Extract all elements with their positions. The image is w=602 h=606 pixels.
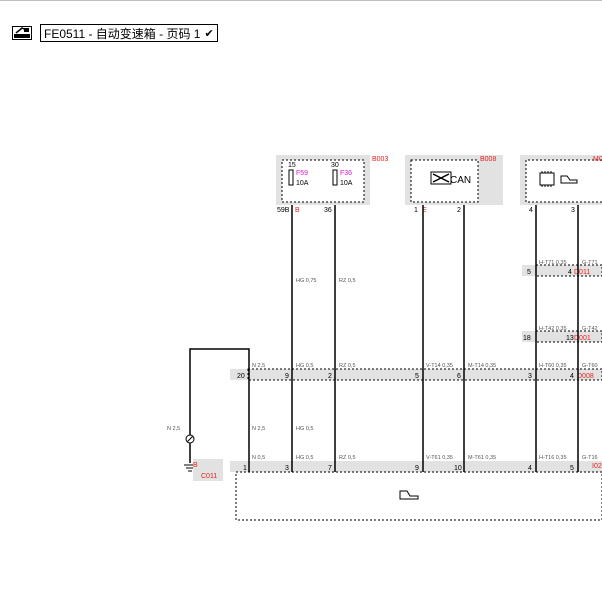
d011-name: D011 xyxy=(574,269,590,276)
wire-label: H-T60 0,35 xyxy=(539,363,567,369)
d008-pin: 3 xyxy=(528,373,532,380)
wire-label: G-T60 xyxy=(582,363,598,369)
b003-pin-left: 59B xyxy=(277,207,290,214)
splice-icon xyxy=(185,434,195,444)
wire-label: HG 0,5 xyxy=(296,455,313,461)
b008-pin-left-conn: E xyxy=(422,207,427,214)
i02-pin: 10 xyxy=(454,465,462,472)
d008-pin: 4 xyxy=(570,373,574,380)
d011-pin-right: 4 xyxy=(568,269,572,276)
b008-pin-left: 1 xyxy=(414,207,418,214)
top-divider xyxy=(0,0,602,1)
wire-label: V-T14 0,35 xyxy=(426,363,453,369)
wire-label: M-T61 0,35 xyxy=(468,455,496,461)
wire-label: H-T42 0,35 xyxy=(539,326,567,332)
wire-label: HG 0,75 xyxy=(296,278,316,284)
i02-pin: 9 xyxy=(415,465,419,472)
d001-pin-right: 13 xyxy=(566,335,574,342)
wire-labels: HG 0,75 RZ 0,5 H-T71 0,35 G-T71 H-T42 0,… xyxy=(167,260,598,461)
fuse-f59-icon xyxy=(288,169,294,186)
wire-label: H-T16 0,35 xyxy=(539,455,567,461)
wire-label: HG 0,5 xyxy=(296,426,313,432)
i02-pin: 5 xyxy=(570,465,574,472)
ecu-chip-icon xyxy=(539,171,555,187)
d008-pin: 5 xyxy=(415,373,419,380)
wire-label: N 2,5 xyxy=(252,363,265,369)
chevron-down-icon: ✔︎ xyxy=(204,27,214,40)
fuse2-name: F36 xyxy=(340,170,352,177)
wires xyxy=(189,205,579,472)
wire-label: N 0,5 xyxy=(252,455,265,461)
fuse1-rating: 10A xyxy=(296,180,309,187)
wire-label: G-T42 xyxy=(582,326,598,332)
m0-pin-right: 3 xyxy=(571,207,575,214)
wire-label: HG 0,5 xyxy=(296,363,313,369)
connector-d001: 18 13 D001 xyxy=(522,330,602,343)
page-title: FE0511 - 自动变速箱 - 页码 1 xyxy=(44,26,201,41)
page-selector[interactable]: FE0511 - 自动变速箱 - 页码 1 ✔︎ xyxy=(40,24,218,42)
component-b003[interactable]: B003 15 30 F59 10A F36 10A xyxy=(276,155,388,205)
wire-label: RZ 0,5 xyxy=(339,278,356,284)
connector-d008: 20 9 2 5 6 3 4 D008 xyxy=(230,368,602,381)
m0-pin-left: 4 xyxy=(529,207,533,214)
wire-label: N 2,5 xyxy=(252,426,265,432)
gearbox-icon xyxy=(399,490,419,500)
fuse1-pin: 15 xyxy=(288,162,296,169)
d008-pin: 6 xyxy=(457,373,461,380)
fuse-f36-icon xyxy=(332,169,338,186)
i02-pin: 4 xyxy=(528,465,532,472)
i02-pin: 3 xyxy=(285,465,289,472)
ground-code: C011 xyxy=(201,473,217,480)
b008-pin-right: 2 xyxy=(457,207,461,214)
wire-label: M-T14 0,35 xyxy=(468,363,496,369)
wire-label: G-T71 xyxy=(582,260,598,266)
header-diagram-icon[interactable] xyxy=(12,26,32,40)
fuse1-name: F59 xyxy=(296,170,308,177)
ground-label: B C011 xyxy=(193,459,223,481)
page-header: FE0511 - 自动变速箱 - 页码 1 ✔︎ xyxy=(12,24,218,42)
i02-ref: I02 xyxy=(592,463,602,470)
connector-d011: 5 4 D011 xyxy=(522,264,602,277)
b003-ref: B003 xyxy=(372,156,388,163)
d008-pin: 9 xyxy=(285,373,289,380)
gearbox-icon xyxy=(560,175,578,184)
wire-label: N 2,5 xyxy=(167,426,180,432)
d001-pin-left: 18 xyxy=(523,335,531,342)
d008-pin: 2 xyxy=(328,373,332,380)
can-module-icon xyxy=(430,171,452,185)
ground-ref: B xyxy=(193,462,198,469)
fuse2-rating: 10A xyxy=(340,180,353,187)
wire-label: RZ 0,5 xyxy=(339,363,356,369)
can-label: CAN xyxy=(450,175,471,186)
i02-pin: 7 xyxy=(328,465,332,472)
b003-pin-right: 36 xyxy=(324,207,332,214)
fuse2-pin: 30 xyxy=(331,162,339,169)
b003-pin-left-conn: B xyxy=(295,207,300,214)
wire-label: H-T71 0,35 xyxy=(539,260,567,266)
component-i02[interactable]: I02 1 3 7 9 10 4 5 xyxy=(230,461,602,521)
d001-name: D001 xyxy=(574,335,591,342)
b008-ref: B008 xyxy=(480,156,496,163)
wire-label: RZ 0,5 xyxy=(339,455,356,461)
d008-pin: 20 xyxy=(237,373,245,380)
component-m0[interactable]: M0 xyxy=(520,155,602,205)
m0-ref: M0 xyxy=(593,156,602,163)
component-b008[interactable]: B008 CAN xyxy=(405,155,503,205)
i02-pin: 1 xyxy=(243,465,247,472)
d008-name: D008 xyxy=(577,373,594,380)
wire-label: V-T61 0,35 xyxy=(426,455,453,461)
d011-pin-left: 5 xyxy=(527,269,531,276)
wire-label: G-T16 xyxy=(582,455,598,461)
